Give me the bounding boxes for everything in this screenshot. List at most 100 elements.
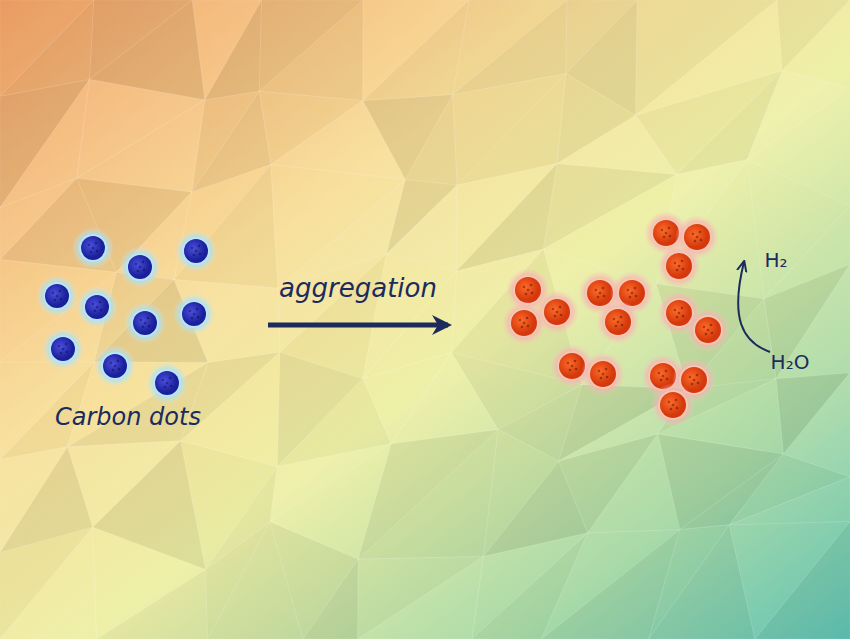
dot-speck [696,236,699,239]
dot-speck [599,292,602,295]
dot-speck [602,373,605,376]
dot-speck [523,322,526,325]
dot-speck [629,296,632,299]
dot-speck [605,368,608,371]
dot-glow [596,300,640,344]
dot-speck [663,236,666,239]
dot-speck [142,261,145,264]
dot-speck [197,316,200,319]
dot-speck [658,372,661,375]
dot-speck [527,325,530,328]
dot-speck [597,296,600,299]
dot [651,383,695,427]
mesh-triangle [303,559,358,639]
mesh-triangle [358,557,484,639]
dot-speck [556,311,559,314]
dot-core [81,236,105,260]
mesh-triangle [270,522,358,639]
dot-speck [525,293,528,296]
dot-speck [631,292,634,295]
dot-speck [691,383,694,386]
dot-glow [146,362,188,404]
dot-speck [696,374,699,377]
dot-speck [144,322,147,325]
dot-speck [567,362,570,365]
dot-glow [36,275,78,317]
dot-glow [42,328,84,370]
dot [175,230,217,272]
dot-speck [662,375,665,378]
dot [581,352,625,396]
dot-speck [193,254,196,257]
dot-speck [99,301,102,304]
aggregation-arrow [268,323,448,328]
dot-speck [689,376,692,379]
dot-glow [581,352,625,396]
dot-speck [58,345,61,348]
dot [502,301,546,345]
dot-speck [603,295,606,298]
dot-speck [560,314,563,317]
dot-ring [131,309,159,337]
dot-speck [598,370,601,373]
dot-speck [170,385,173,388]
dot-speck [697,382,700,385]
dot [596,300,640,344]
dot-ring [693,315,723,345]
mesh-triangle [0,527,97,639]
dot-glow [686,308,730,352]
dot-speck [62,348,65,351]
dot-speck [700,239,703,242]
dot-speck [198,245,201,248]
dot [124,302,166,344]
dot-speck [114,365,117,368]
dot-speck [523,286,526,289]
dot-speck [634,287,637,290]
mesh-triangle [77,100,205,192]
dot-speck [668,401,671,404]
dot-speck [678,265,681,268]
dot-speck [661,229,664,232]
dot-speck [139,266,142,269]
dot-speck [666,378,669,381]
dot-ring [49,335,77,363]
dot-speck [193,313,196,316]
dot-core [695,317,721,343]
dot-ring [603,307,633,337]
dot-ring [658,390,688,420]
dot-speck [189,310,192,313]
dot-core [666,253,692,279]
dot-speck [96,306,99,309]
dot-glow [119,246,161,288]
dot-speck [606,376,609,379]
dot-speck [617,321,620,324]
dot-ring [509,308,539,338]
dot-speck [694,240,697,243]
dot-speck [92,247,95,250]
dot-speck [162,379,165,382]
dot-glow [72,227,114,269]
dot-speck [574,360,577,363]
dot-core [660,392,686,418]
dot-speck [705,333,708,336]
dot [146,362,188,404]
dot-ring [43,282,71,310]
dot [686,308,730,352]
dot-speck [191,247,194,250]
dot-glow [94,345,136,387]
mesh-triangle [192,0,261,100]
dot-glow [657,244,701,288]
dot-speck [100,309,103,312]
dot-core [605,309,631,335]
dot-speck [693,379,696,382]
dot-speck [60,352,63,355]
dot-core [184,239,208,263]
dot-speck [137,270,140,273]
dot-speck [169,377,172,380]
dot-ring [153,369,181,397]
dot-speck [552,308,555,311]
dot-speck [530,284,533,287]
dot-speck [665,370,668,373]
